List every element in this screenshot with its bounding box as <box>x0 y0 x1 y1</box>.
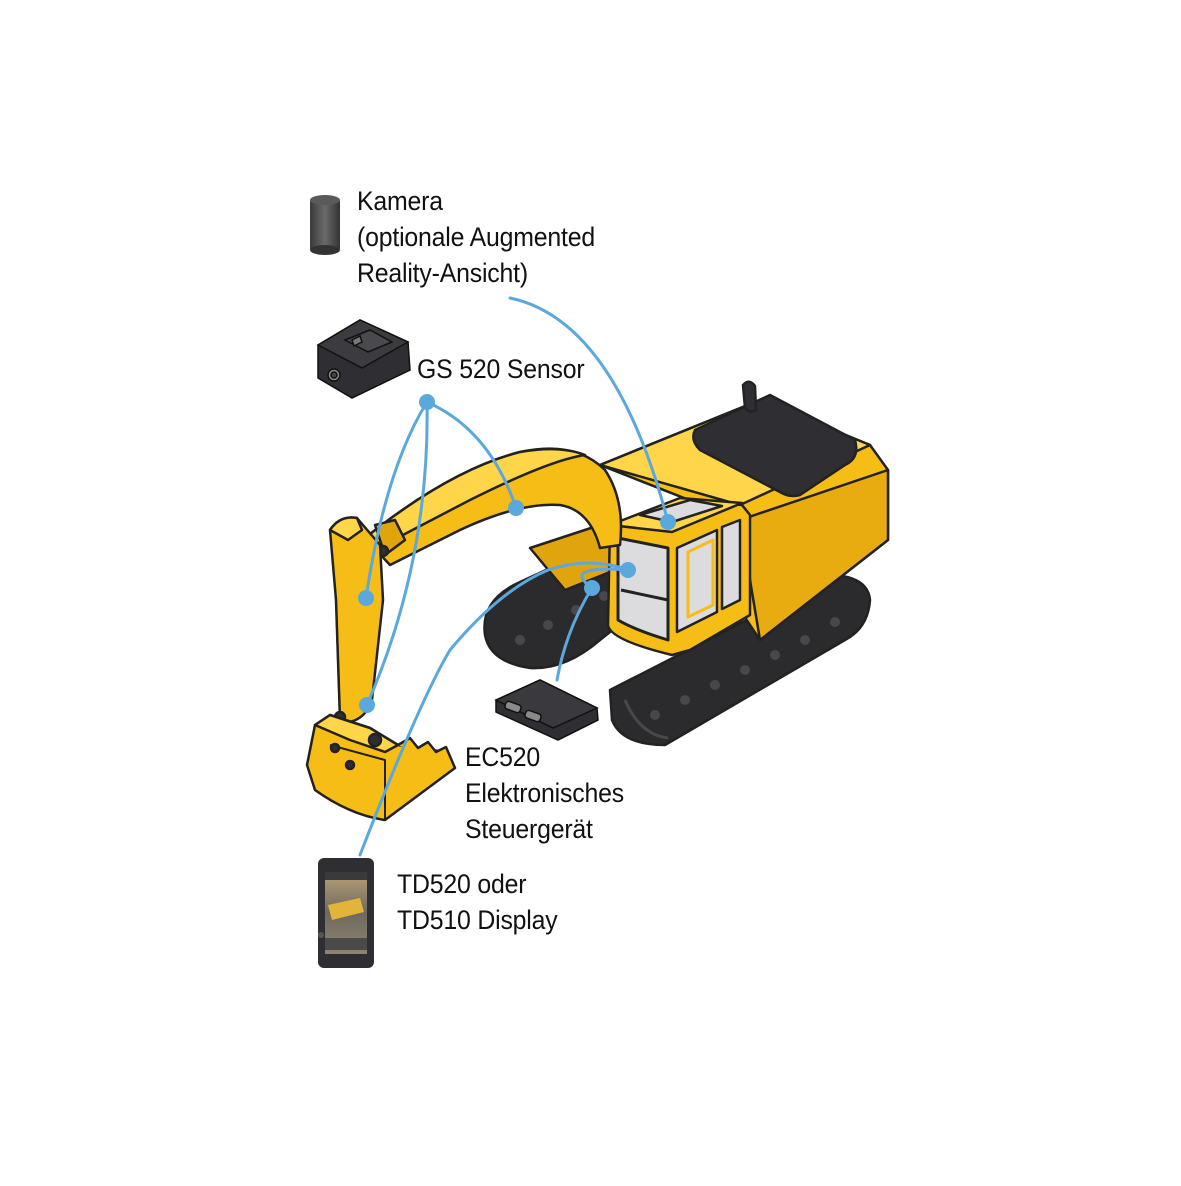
display-label-line2: TD510 Display <box>397 905 558 935</box>
gs520-sensor-icon <box>316 319 411 399</box>
dot-bucket <box>359 697 375 713</box>
dot-cab <box>620 562 636 578</box>
excavator-illustration <box>305 380 890 822</box>
ec520-controller-icon <box>494 679 599 741</box>
ecu-label-line1: EC520 <box>465 742 541 772</box>
ecu-label-line2: Elektronisches <box>465 778 624 808</box>
dot-boom <box>508 500 524 516</box>
ecu-label: EC520 Elektronisches Steuergerät <box>465 739 624 847</box>
dot-camera <box>660 514 676 530</box>
display-label: TD520 oder TD510 Display <box>397 866 558 938</box>
connector-ecu <box>555 586 594 682</box>
display-label-line1: TD520 oder <box>397 869 527 899</box>
bucket <box>305 713 457 822</box>
rear-track <box>608 573 872 747</box>
sensor-label: GS 520 Sensor <box>417 351 585 387</box>
sensor-label-line1: GS 520 Sensor <box>417 354 585 384</box>
camera-label: Kamera (optionale Augmented Reality-Ansi… <box>357 183 595 291</box>
dot-stick <box>358 590 374 606</box>
dot-sensor-hub <box>419 394 435 410</box>
td-display-icon <box>318 858 374 968</box>
camera-label-line2: (optionale Augmented <box>357 222 596 252</box>
connector-sensor-stick <box>364 400 429 600</box>
connector-lines <box>358 296 670 857</box>
connector-sensor-boom <box>425 400 518 510</box>
camera-label-line1: Kamera <box>357 186 443 216</box>
camera-label-line3: Reality-Ansicht) <box>357 258 528 288</box>
ecu-label-line3: Steuergerät <box>465 814 593 844</box>
connector-dots <box>358 394 676 713</box>
connector-display <box>358 561 630 857</box>
connector-sensor-bucket <box>365 400 429 707</box>
dot-ecu <box>584 580 600 596</box>
connector-camera <box>508 296 670 524</box>
camera-icon <box>310 195 340 255</box>
